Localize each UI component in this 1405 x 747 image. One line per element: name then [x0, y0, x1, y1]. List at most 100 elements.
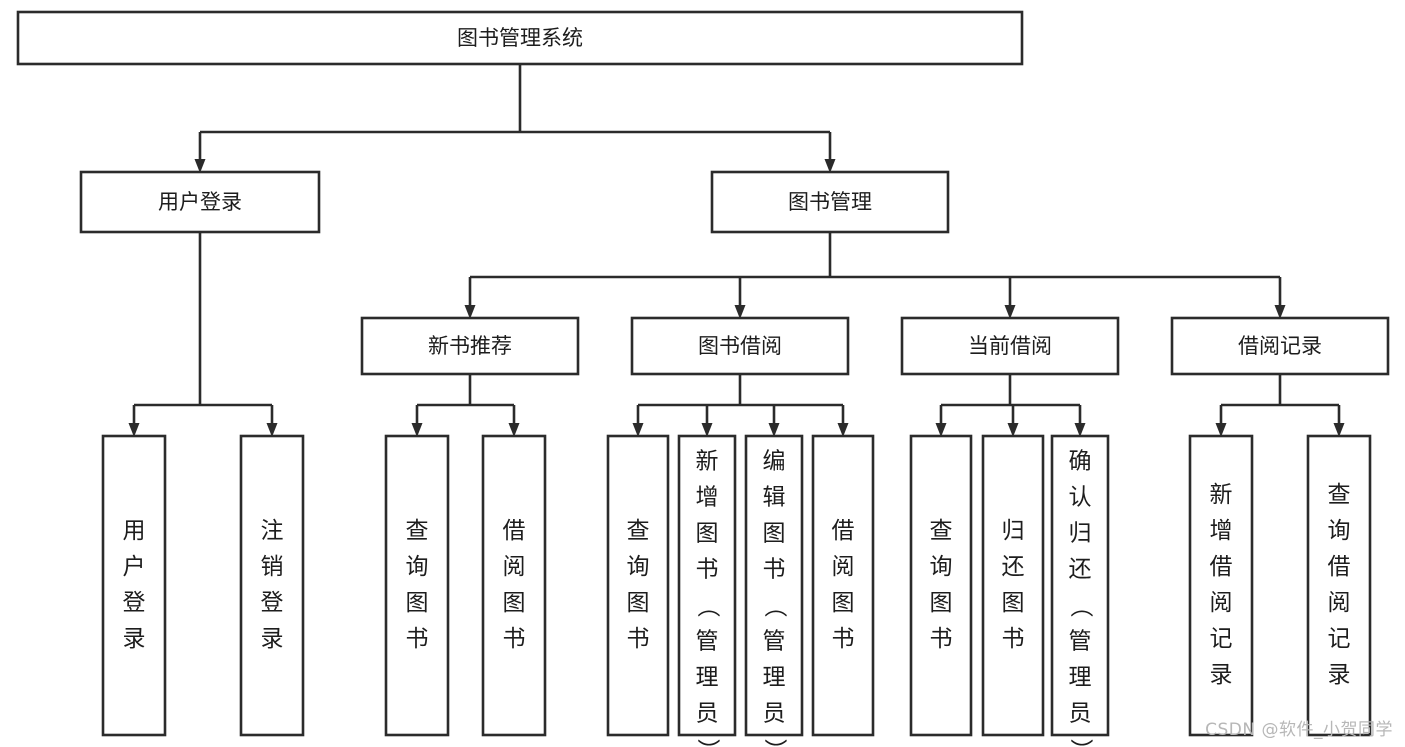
svg-text:查: 查: [1328, 482, 1351, 508]
svg-text:借: 借: [503, 518, 526, 544]
node-label-book-manage: 图书管理: [788, 190, 872, 214]
node-box-leaf-query-record: [1306, 434, 1372, 737]
svg-text:记: 记: [1210, 626, 1233, 652]
svg-text:查: 查: [627, 518, 650, 544]
svg-text:用: 用: [123, 518, 146, 544]
svg-text:确: 确: [1069, 449, 1092, 475]
svg-text:归: 归: [1069, 521, 1092, 547]
node-box-leaf-return-book: [981, 434, 1045, 737]
svg-text:（: （: [695, 595, 721, 618]
svg-text:阅: 阅: [503, 554, 526, 580]
node-box-leaf-logout: [239, 434, 305, 737]
svg-text:（: （: [762, 595, 788, 618]
svg-text:注: 注: [261, 518, 284, 544]
svg-text:）: ）: [762, 739, 788, 747]
svg-text:图: 图: [930, 590, 953, 616]
svg-text:录: 录: [261, 626, 284, 652]
svg-text:还: 还: [1069, 557, 1092, 583]
svg-text:员: 员: [1069, 701, 1092, 727]
node-label-book-borrow: 图书借阅: [698, 334, 782, 358]
svg-text:理: 理: [1069, 665, 1092, 691]
svg-text:书: 书: [406, 626, 429, 652]
svg-text:户: 户: [123, 554, 146, 580]
svg-text:员: 员: [696, 701, 719, 727]
node-box-leaf-borrow-book-2: [811, 434, 875, 737]
svg-text:图: 图: [1002, 590, 1025, 616]
svg-text:增: 增: [1210, 518, 1233, 544]
svg-text:图: 图: [503, 590, 526, 616]
node-box-leaf-add-record: [1188, 434, 1254, 737]
node-label-new-book-rec: 新书推荐: [428, 334, 512, 358]
svg-text:阅: 阅: [1328, 590, 1351, 616]
node-box-book-manage: [710, 170, 950, 234]
svg-text:阅: 阅: [832, 554, 855, 580]
svg-text:询: 询: [406, 554, 429, 580]
svg-text:理: 理: [763, 665, 786, 691]
node-box-leaf-borrow-book-1: [481, 434, 547, 737]
node-box-book-borrow: [630, 316, 850, 376]
node-box-borrow-record: [1170, 316, 1390, 376]
node-box-leaf-query-book-3: [909, 434, 973, 737]
svg-text:询: 询: [930, 554, 953, 580]
node-label-borrow-record: 借阅记录: [1238, 334, 1322, 358]
svg-text:认: 认: [1069, 485, 1092, 511]
svg-text:图: 图: [406, 590, 429, 616]
svg-text:）: ）: [1068, 739, 1094, 747]
svg-text:登: 登: [261, 590, 284, 616]
svg-text:销: 销: [261, 554, 284, 580]
svg-text:书: 书: [763, 557, 786, 583]
node-box-current-borrow: [900, 316, 1120, 376]
svg-text:书: 书: [930, 626, 953, 652]
node-box-leaf-add-book: [677, 434, 737, 737]
svg-text:（: （: [1068, 595, 1094, 618]
svg-text:图: 图: [627, 590, 650, 616]
node-label-user-login: 用户登录: [158, 190, 242, 214]
svg-text:书: 书: [696, 557, 719, 583]
svg-text:录: 录: [123, 626, 146, 652]
node-box-root: [16, 10, 1024, 66]
svg-text:录: 录: [1328, 662, 1351, 688]
node-label-current-borrow: 当前借阅: [968, 334, 1052, 358]
node-box-leaf-edit-book: [744, 434, 804, 737]
node-box-leaf-user-login: [101, 434, 167, 737]
svg-text:编: 编: [763, 449, 786, 475]
svg-text:借: 借: [1210, 554, 1233, 580]
svg-text:阅: 阅: [1210, 590, 1233, 616]
svg-text:管: 管: [763, 629, 786, 655]
svg-text:增: 增: [696, 485, 719, 511]
svg-text:理: 理: [696, 665, 719, 691]
svg-text:书: 书: [627, 626, 650, 652]
svg-text:新: 新: [696, 449, 719, 475]
svg-text:登: 登: [123, 590, 146, 616]
node-box-leaf-confirm-return: [1050, 434, 1110, 737]
watermark-label: CSDN @软件_小贺同学: [1205, 720, 1393, 740]
svg-text:归: 归: [1002, 518, 1025, 544]
svg-text:还: 还: [1002, 554, 1025, 580]
svg-text:借: 借: [832, 518, 855, 544]
svg-text:询: 询: [627, 554, 650, 580]
svg-text:员: 员: [763, 701, 786, 727]
svg-text:记: 记: [1328, 626, 1351, 652]
node-box-leaf-query-book-2: [606, 434, 670, 737]
svg-text:图: 图: [696, 521, 719, 547]
svg-text:）: ）: [695, 739, 721, 747]
svg-text:图: 图: [832, 590, 855, 616]
svg-text:查: 查: [406, 518, 429, 544]
svg-text:管: 管: [1069, 629, 1092, 655]
svg-text:管: 管: [696, 629, 719, 655]
svg-text:书: 书: [832, 626, 855, 652]
node-box-user-login: [79, 170, 321, 234]
